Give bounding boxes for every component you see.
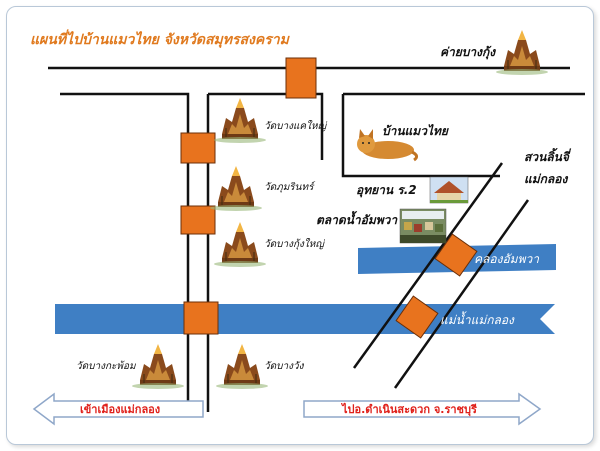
- bridge-river-diagonal: [395, 295, 439, 339]
- label-khai-bang-kung: ค่ายบางกุ้ง: [440, 45, 496, 60]
- bridges: [180, 57, 478, 339]
- label-mae-klong-river: แม่น้ำแม่กลอง: [440, 311, 515, 327]
- bridge-river-main: [183, 301, 219, 335]
- label-ban-maew-thai: บ้านแมวไทย: [382, 123, 449, 138]
- label-khlong-amphawa: คลองอัมพวา: [474, 252, 540, 266]
- palace-photo-icon: [429, 176, 469, 204]
- road-to-cat: [341, 94, 500, 178]
- label-wat-bang-wang: วัดบางวัง: [264, 361, 305, 372]
- label-floating-market: ตลาดน้ำอัมพวา: [316, 211, 398, 227]
- bridge-wat-bang-khae: [180, 132, 216, 164]
- arrow-right: ไปอ.ดำเนินสะดวก จ.ราชบุรี: [303, 392, 542, 426]
- temple-icon: [213, 221, 267, 268]
- road-diagonal-2: [393, 199, 530, 389]
- label-mae-klong-station: แม่กลอง: [524, 172, 568, 186]
- road-diagonal-1: [352, 162, 504, 369]
- label-wat-bang-kung-yai: วัดบางกุ้งใหญ่: [264, 238, 326, 250]
- temple-icon: [209, 165, 263, 212]
- bridge-top: [285, 57, 317, 99]
- label-wat-bang-kaphom: วัดบางกะพ้อม: [76, 360, 137, 372]
- temple-icon: [215, 343, 269, 390]
- cat-icon: [357, 129, 419, 162]
- label-wat-bang-khae-yai: วัดบางแคใหญ่: [264, 120, 328, 132]
- label-wat-phumarin: วัดภุมรินทร์: [264, 181, 315, 193]
- temple-icon: [213, 97, 267, 144]
- arrow-left: เข้าเมืองแม่กลอง: [32, 392, 204, 426]
- road-mid-inner: [208, 92, 324, 160]
- map-title: แผนที่ไปบ้านแมวไทย จังหวัดสมุทรสงคราม: [30, 29, 291, 48]
- road-left-inner: [60, 92, 190, 302]
- bridge-khlong-diagonal: [434, 233, 478, 277]
- arrow-right-label: ไปอ.ดำเนินสะดวก จ.ราชบุรี: [340, 402, 477, 417]
- bridge-wat-phumarin: [180, 205, 216, 235]
- arrow-left-label: เข้าเมืองแม่กลอง: [80, 403, 160, 416]
- label-park-r2: อุทยาน ร.2: [356, 183, 417, 198]
- market-photo-icon: [399, 208, 447, 244]
- label-suan-linchi: สวนลิ้นจี่: [524, 148, 572, 164]
- temple-icon: [131, 343, 185, 390]
